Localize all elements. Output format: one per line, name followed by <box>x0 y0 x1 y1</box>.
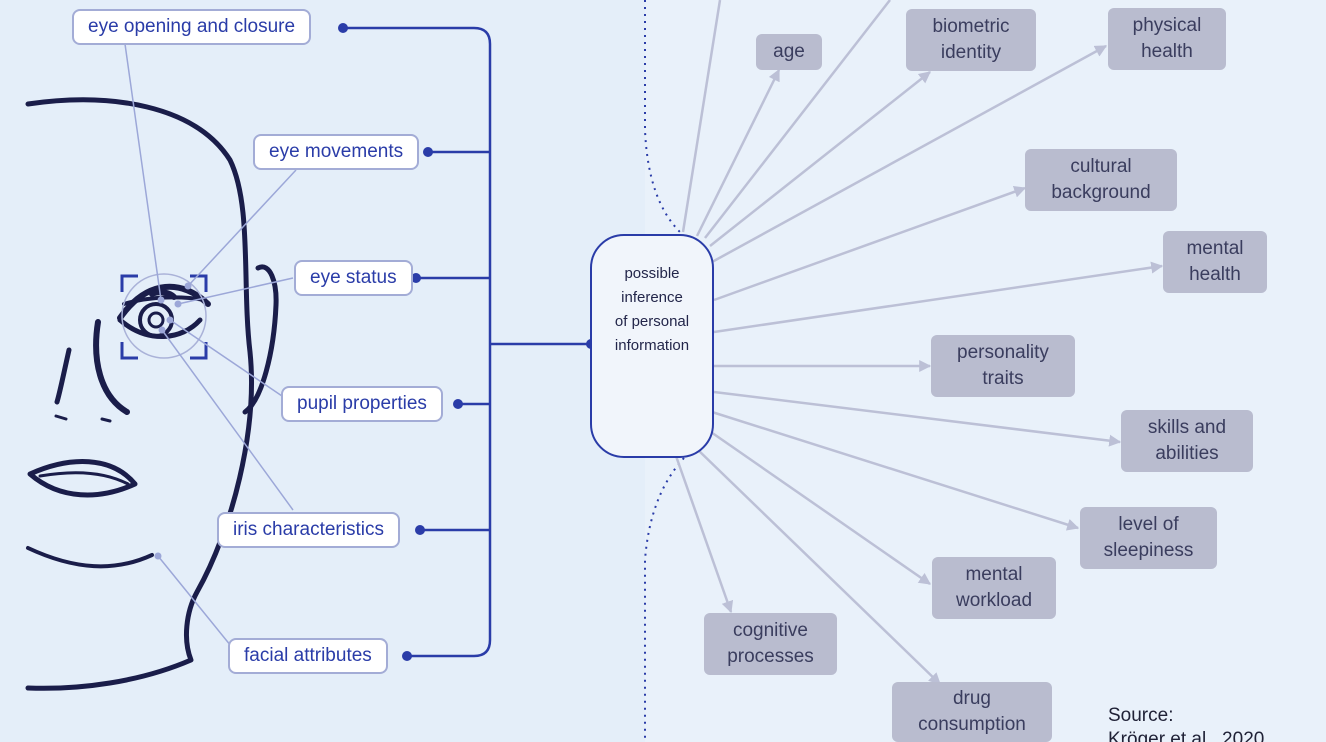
face-line-drawing <box>25 97 279 691</box>
output-label: personality traits <box>957 342 1049 389</box>
output-label: drug consumption <box>918 688 1026 735</box>
eye-focus-circle <box>121 273 207 359</box>
output-label: cultural background <box>1051 156 1151 203</box>
input-label: iris characteristics <box>233 519 384 540</box>
output-label: biometric identity <box>932 16 1010 63</box>
output-label: cognitive processes <box>727 620 814 667</box>
output-level-of-sleepiness: level of sleepiness <box>1080 507 1217 569</box>
output-arrows <box>674 0 1164 685</box>
input-label: eye status <box>310 267 397 288</box>
output-mental-health: mental health <box>1163 231 1267 293</box>
output-label: level of sleepiness <box>1103 514 1194 561</box>
input-label: facial attributes <box>244 645 372 666</box>
eye-focus-frame <box>120 274 208 360</box>
output-skills-abilities: skills and abilities <box>1121 410 1253 472</box>
output-label: mental workload <box>955 564 1033 611</box>
connector-dots <box>338 23 596 661</box>
source-reference: Kröger et al., 2020 <box>1108 729 1265 742</box>
source-citation: Source: Kröger et al., 2020 <box>1108 704 1318 742</box>
output-cognitive-processes: cognitive processes <box>704 613 837 675</box>
output-biometric-identity: biometric identity <box>906 9 1036 71</box>
input-facial-attributes: facial attributes <box>228 638 388 674</box>
source-label: Source: <box>1108 705 1174 726</box>
leader-lines <box>124 43 297 647</box>
input-label: eye movements <box>269 141 404 162</box>
inference-node-label: possible inference of personal informati… <box>614 265 690 354</box>
input-label: pupil properties <box>297 393 427 414</box>
input-eye-status: eye status <box>294 260 413 296</box>
inference-node: possible inference of personal informati… <box>590 234 714 458</box>
input-eye-movements: eye movements <box>253 134 420 170</box>
dotted-divider <box>644 0 685 742</box>
input-pupil-properties: pupil properties <box>281 386 443 422</box>
output-cultural-background: cultural background <box>1025 149 1177 211</box>
input-iris-characteristics: iris characteristics <box>217 512 400 548</box>
output-label: skills and abilities <box>1147 417 1227 464</box>
input-label: eye opening and closure <box>88 16 296 37</box>
bracket-connector <box>343 26 590 658</box>
input-eye-opening-closure: eye opening and closure <box>72 9 312 45</box>
output-label: mental health <box>1186 238 1244 285</box>
output-physical-health: physical health <box>1108 8 1226 70</box>
output-drug-consumption: drug consumption <box>892 682 1052 742</box>
output-personality-traits: personality traits <box>931 335 1075 397</box>
output-age: age <box>756 34 822 70</box>
output-label: age <box>773 41 805 62</box>
output-mental-workload: mental workload <box>932 557 1056 619</box>
leader-dots <box>154 282 192 560</box>
output-label: physical health <box>1132 15 1202 62</box>
